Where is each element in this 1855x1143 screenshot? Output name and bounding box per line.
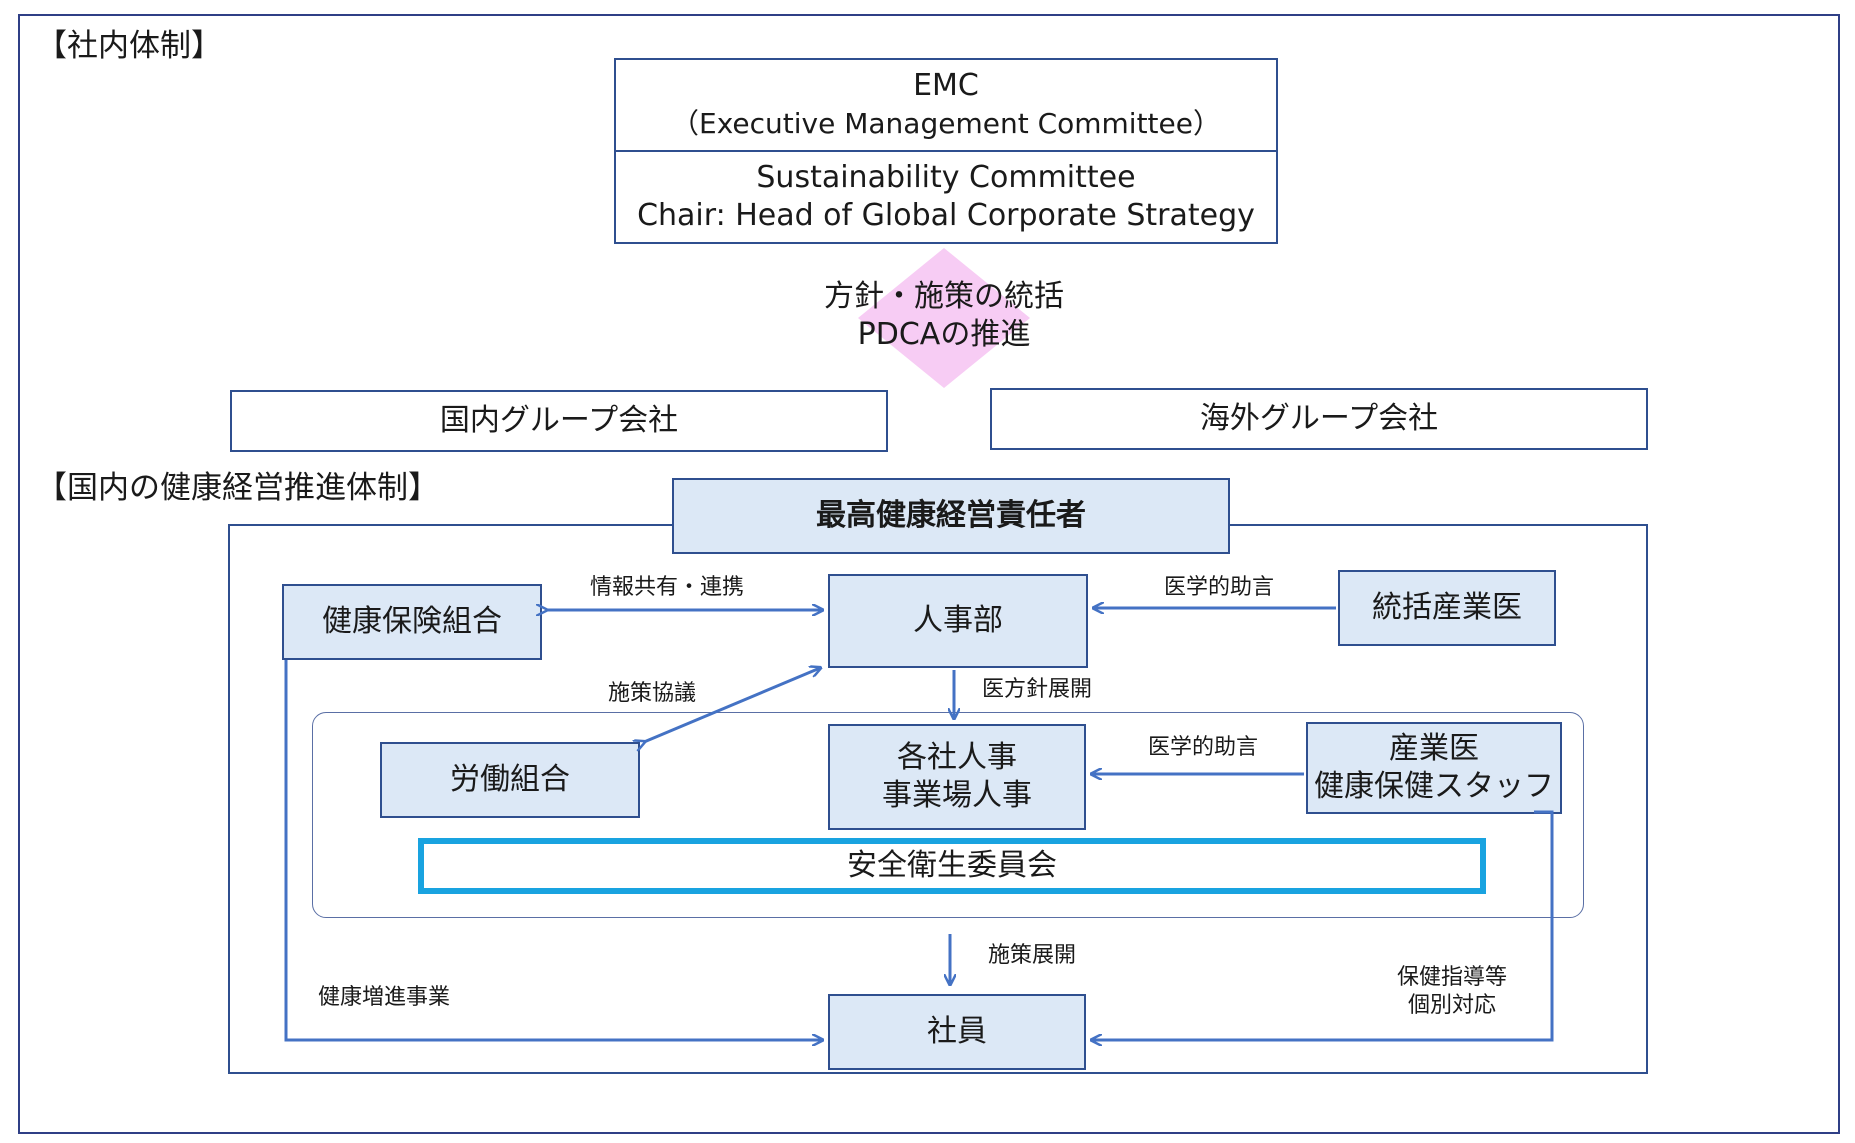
hr-dept-box: 人事部 <box>828 574 1088 668</box>
labor-union-label: 労働組合 <box>450 762 570 797</box>
company-hr-line1: 各社人事 <box>897 740 1017 775</box>
emc-subtitle: （Executive Management Committee） <box>671 107 1221 140</box>
health-guidance-line2: 個別対応 <box>1407 993 1496 1018</box>
health-promotion-arrow <box>284 660 822 1040</box>
health-guidance-line1: 保健指導等 <box>1396 965 1507 990</box>
chief-officer-box: 最高健康経営責任者 <box>672 478 1230 554</box>
chief-physician-box: 統括産業医 <box>1338 570 1556 646</box>
chief-officer-label: 最高健康経営責任者 <box>816 498 1086 533</box>
medical-advice-top-label: 医学的助言 <box>1164 575 1275 600</box>
medical-policy-label: 医方針展開 <box>982 677 1093 702</box>
policy-consult-arrow <box>644 668 820 742</box>
safety-committee-box: 安全衛生委員会 <box>418 838 1486 894</box>
health-insurance-box: 健康保険組合 <box>282 584 542 660</box>
domestic-group-label: 国内グループ会社 <box>439 403 679 438</box>
sustainability-chair: Chair: Head of Global Corporate Strategy <box>637 198 1255 233</box>
employees-label: 社員 <box>927 1014 987 1049</box>
overseas-group-box: 海外グループ会社 <box>990 388 1648 450</box>
section-title-internal: 【社内体制】 <box>36 28 222 64</box>
section-title-domestic: 【国内の健康経営推進体制】 <box>36 470 439 506</box>
diamond-text: 方針・施策の統括 PDCAの推進 <box>794 278 1094 354</box>
sustainability-committee-box: Sustainability Committee Chair: Head of … <box>614 150 1278 244</box>
chief-physician-label: 統括産業医 <box>1372 590 1522 625</box>
sustainability-title: Sustainability Committee <box>756 160 1136 195</box>
health-insurance-label: 健康保険組合 <box>322 604 502 639</box>
occupational-physician-line2: 健康保健スタッフ <box>1314 769 1554 804</box>
policy-consult-label: 施策協議 <box>608 681 697 706</box>
emc-title: EMC <box>913 68 979 103</box>
policy-rollout-label: 施策展開 <box>988 943 1077 968</box>
domestic-group-box: 国内グループ会社 <box>230 390 888 452</box>
outer-frame <box>18 14 1840 1134</box>
diamond-line2: PDCAの推進 <box>857 317 1031 352</box>
employees-box: 社員 <box>828 994 1086 1070</box>
emc-box: EMC （Executive Management Committee） <box>614 58 1278 152</box>
diamond-line1: 方針・施策の統括 <box>824 279 1064 314</box>
info-sharing-label: 情報共有・連携 <box>590 575 745 600</box>
company-hr-box: 各社人事 事業場人事 <box>828 724 1086 830</box>
hr-dept-label: 人事部 <box>913 603 1003 638</box>
overseas-group-label: 海外グループ会社 <box>1199 401 1439 436</box>
health-guidance-label: 保健指導等 個別対応 <box>1382 964 1522 1020</box>
occupational-physician-box: 産業医 健康保健スタッフ <box>1306 722 1562 814</box>
safety-committee-label: 安全衛生委員会 <box>847 848 1057 883</box>
health-guidance-arrow <box>1092 810 1554 1040</box>
health-promotion-label: 健康増進事業 <box>318 985 451 1010</box>
labor-union-box: 労働組合 <box>380 742 640 818</box>
occupational-physician-line1: 産業医 <box>1389 731 1479 766</box>
company-hr-line2: 事業場人事 <box>882 778 1032 813</box>
medical-advice-mid-label: 医学的助言 <box>1148 735 1259 760</box>
